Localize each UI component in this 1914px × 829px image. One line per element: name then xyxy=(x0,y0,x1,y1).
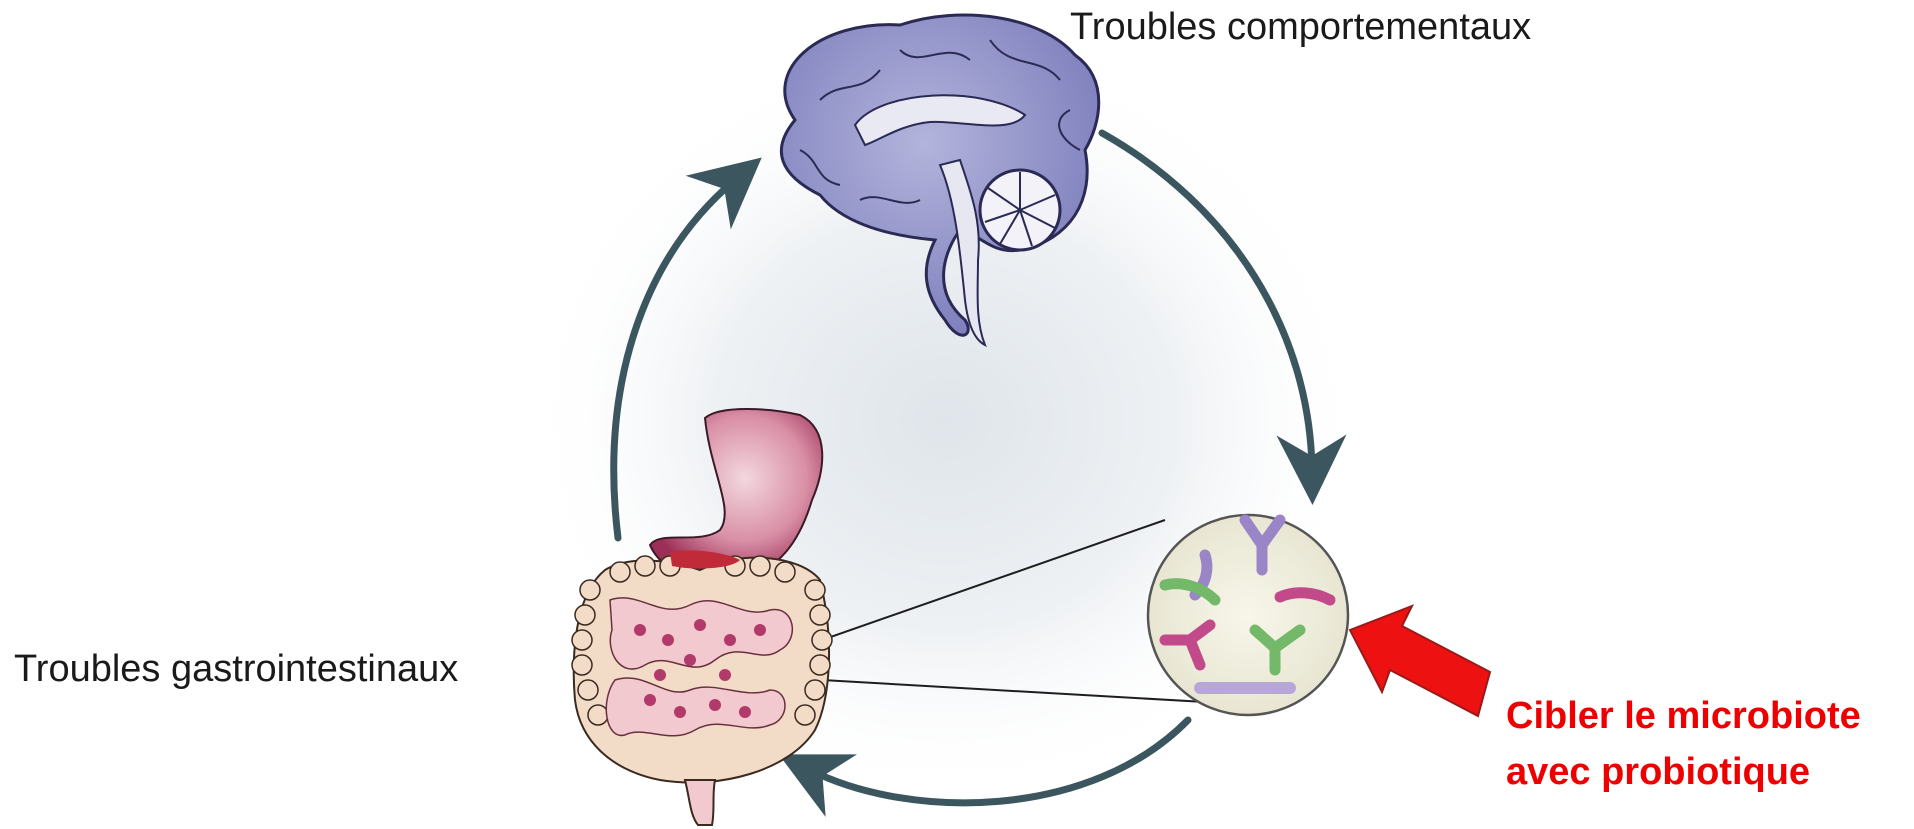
microbiota-magnifier xyxy=(1148,515,1348,715)
label-gastrointestinal-disorders: Troubles gastrointestinaux xyxy=(14,648,458,691)
pointer-arrow xyxy=(1350,606,1490,716)
target-line-1: Cibler le microbiote xyxy=(1506,688,1861,744)
target-line-2: avec probiotique xyxy=(1506,744,1861,800)
label-target-microbiota: Cibler le microbiote avec probiotique xyxy=(1506,688,1861,800)
label-behavioral-disorders: Troubles comportementaux xyxy=(1070,6,1531,49)
